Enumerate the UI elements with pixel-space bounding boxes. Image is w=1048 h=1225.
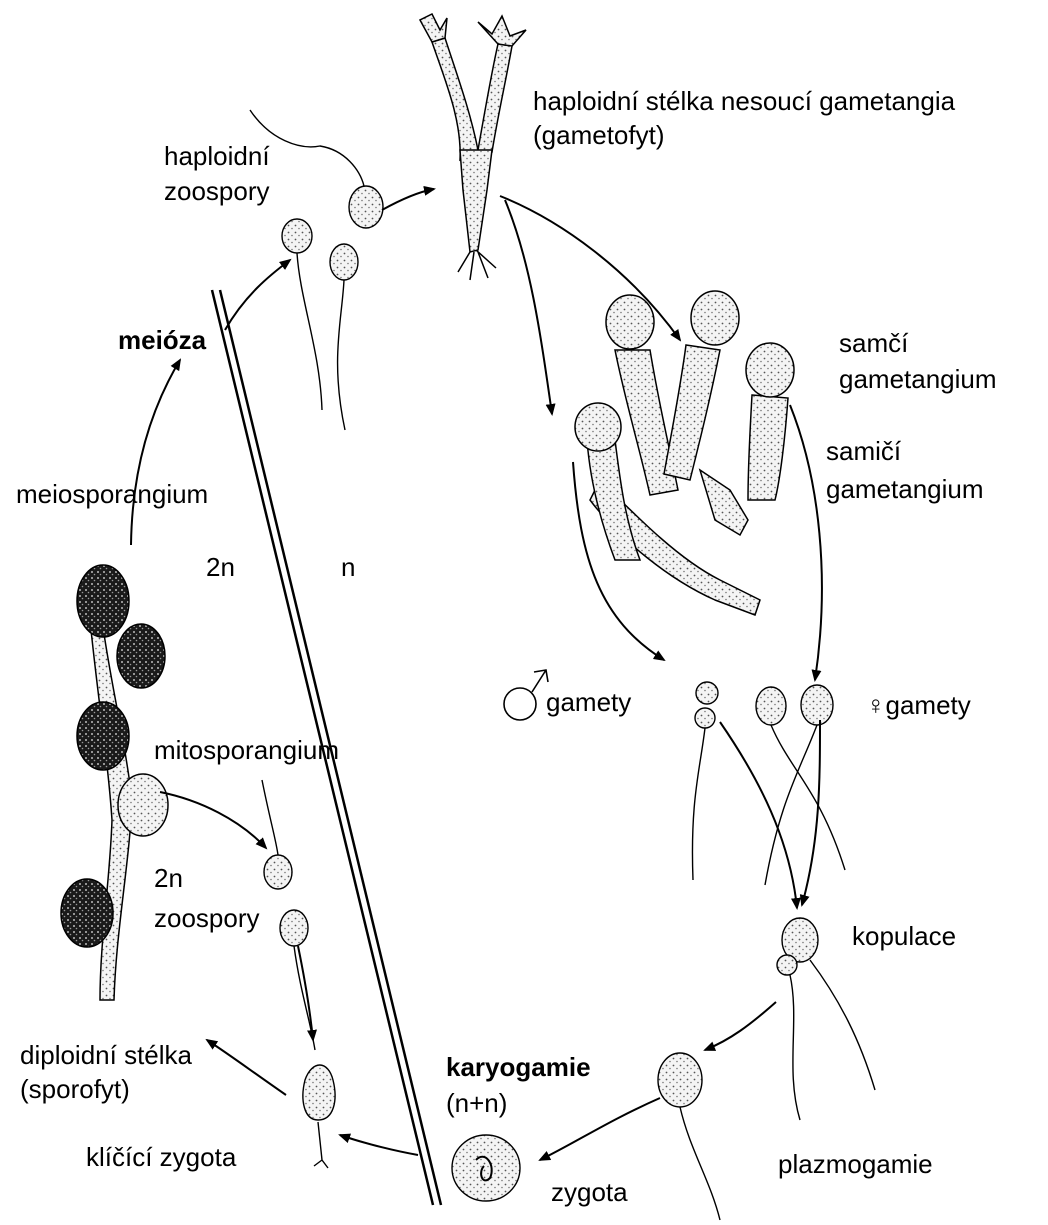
label-mitosporangium: mitosporangium <box>154 735 339 766</box>
label-haploid-zoospores: zoospory <box>164 176 270 207</box>
label-plasmogamy: plazmogamie <box>778 1149 933 1180</box>
label-male-gametes: gamety <box>546 687 631 718</box>
label-female-gametangium-1: samičí <box>826 436 901 467</box>
label-karyogamy: karyogamie <box>446 1052 591 1083</box>
label-2n-zoospores: zoospory <box>154 903 260 934</box>
gametangia-cluster <box>575 291 794 615</box>
gametes <box>692 682 845 885</box>
label-ploidy-2n: 2n <box>206 552 235 583</box>
label-n-plus-n: (n+n) <box>446 1088 507 1119</box>
label-meiosis: meióza <box>118 325 206 356</box>
haploid-thallus <box>420 14 526 280</box>
label-male-gametangium-2: gametangium <box>839 364 997 395</box>
label-diploid-thallus: diploidní stélka <box>20 1040 192 1071</box>
label-meiosporangium: meiosporangium <box>16 479 208 510</box>
label-copulation: kopulace <box>852 921 956 952</box>
male-symbol-icon <box>504 670 548 720</box>
label-gametophyte: (gametofyt) <box>533 120 665 151</box>
label-male-gametangium-1: samčí <box>839 328 908 359</box>
label-haploid: haploidní <box>164 141 270 172</box>
label-female-gametes: ♀gamety <box>866 690 971 721</box>
label-ploidy-n: n <box>341 552 355 583</box>
diploid-thallus <box>61 565 168 1000</box>
label-female-gametangium-2: gametangium <box>826 474 984 505</box>
diploid-zoospores <box>262 780 335 1168</box>
label-2n: 2n <box>154 863 183 894</box>
label-germinating-zygote: klíčící zygota <box>86 1142 236 1173</box>
label-sporophyte: (sporofyt) <box>20 1074 130 1105</box>
label-zygote: zygota <box>551 1177 628 1208</box>
label-haploid-thallus: haploidní stélka nesoucí gametangia <box>533 86 955 117</box>
